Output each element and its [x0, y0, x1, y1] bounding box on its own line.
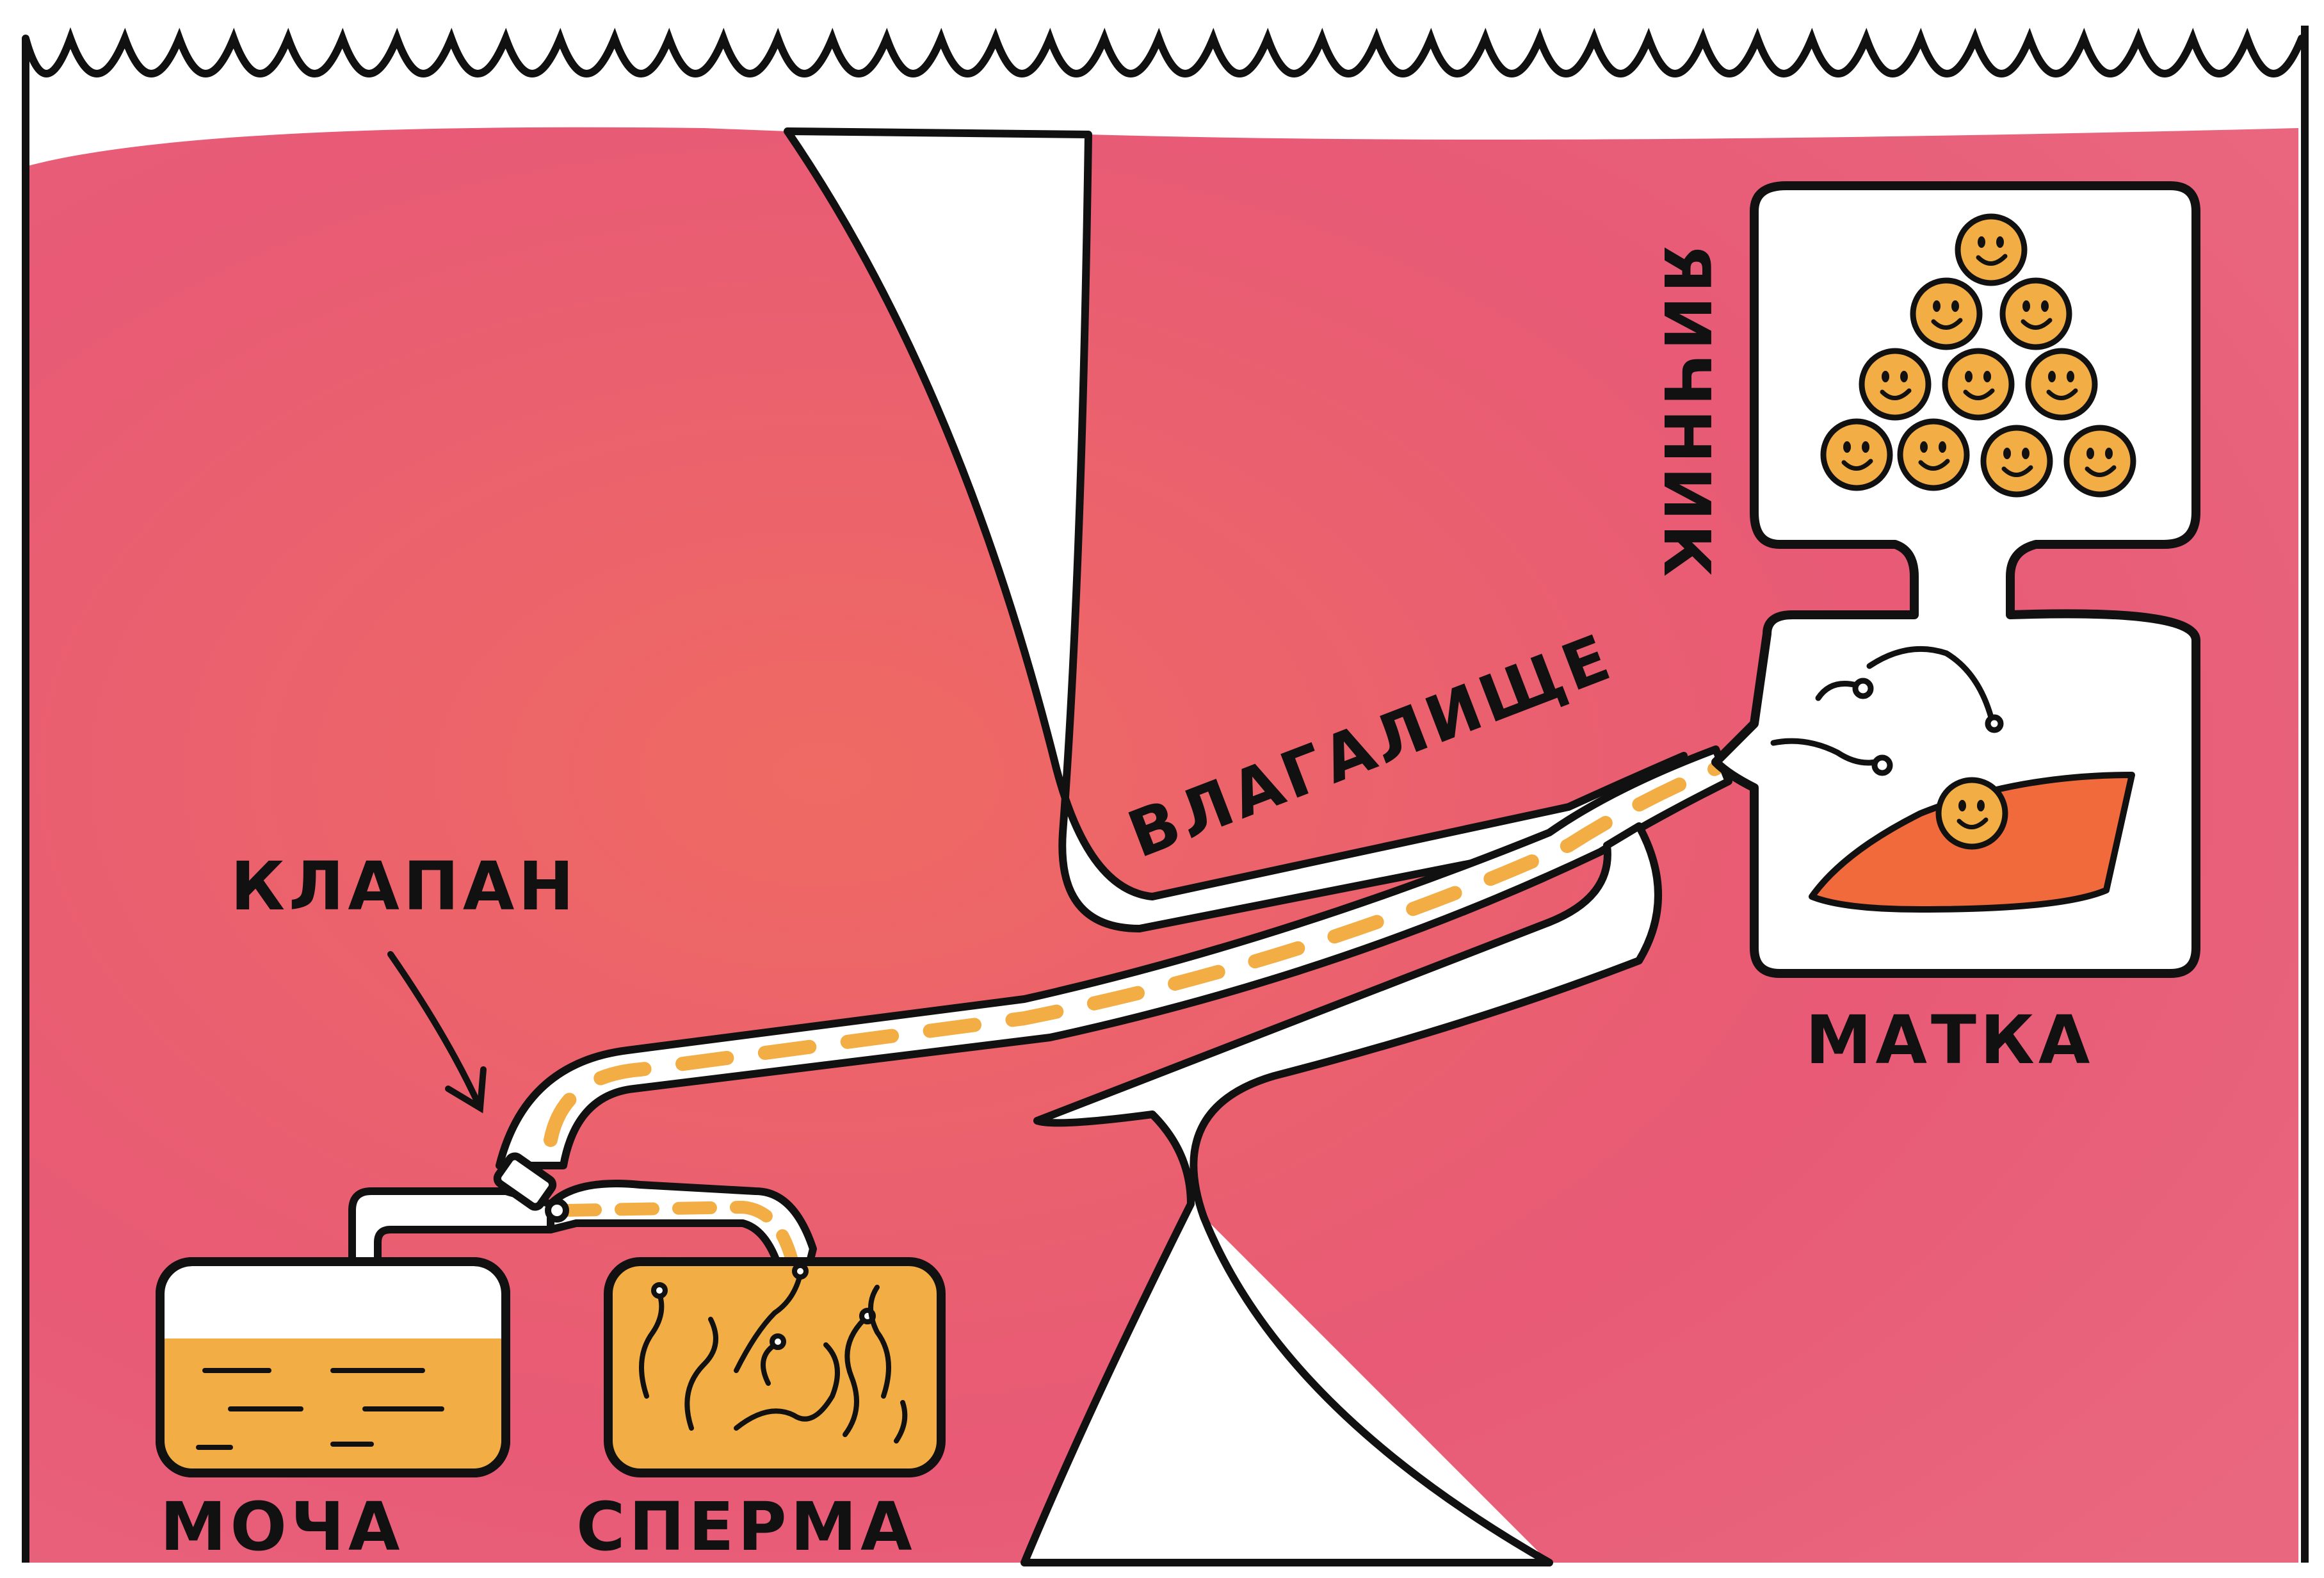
- urine-container: [160, 1262, 506, 1473]
- label-valve: КЛАПАН: [230, 847, 577, 925]
- label-sperm: СПЕРМА: [576, 1488, 916, 1566]
- egg-in-uterus-icon: [1939, 780, 2005, 847]
- label-ovary: ЯИЧНИК: [1649, 243, 1724, 581]
- label-urine: МОЧА: [160, 1488, 403, 1566]
- label-uterus: МАТКА: [1805, 1001, 2094, 1079]
- sperm-container: [608, 1262, 941, 1473]
